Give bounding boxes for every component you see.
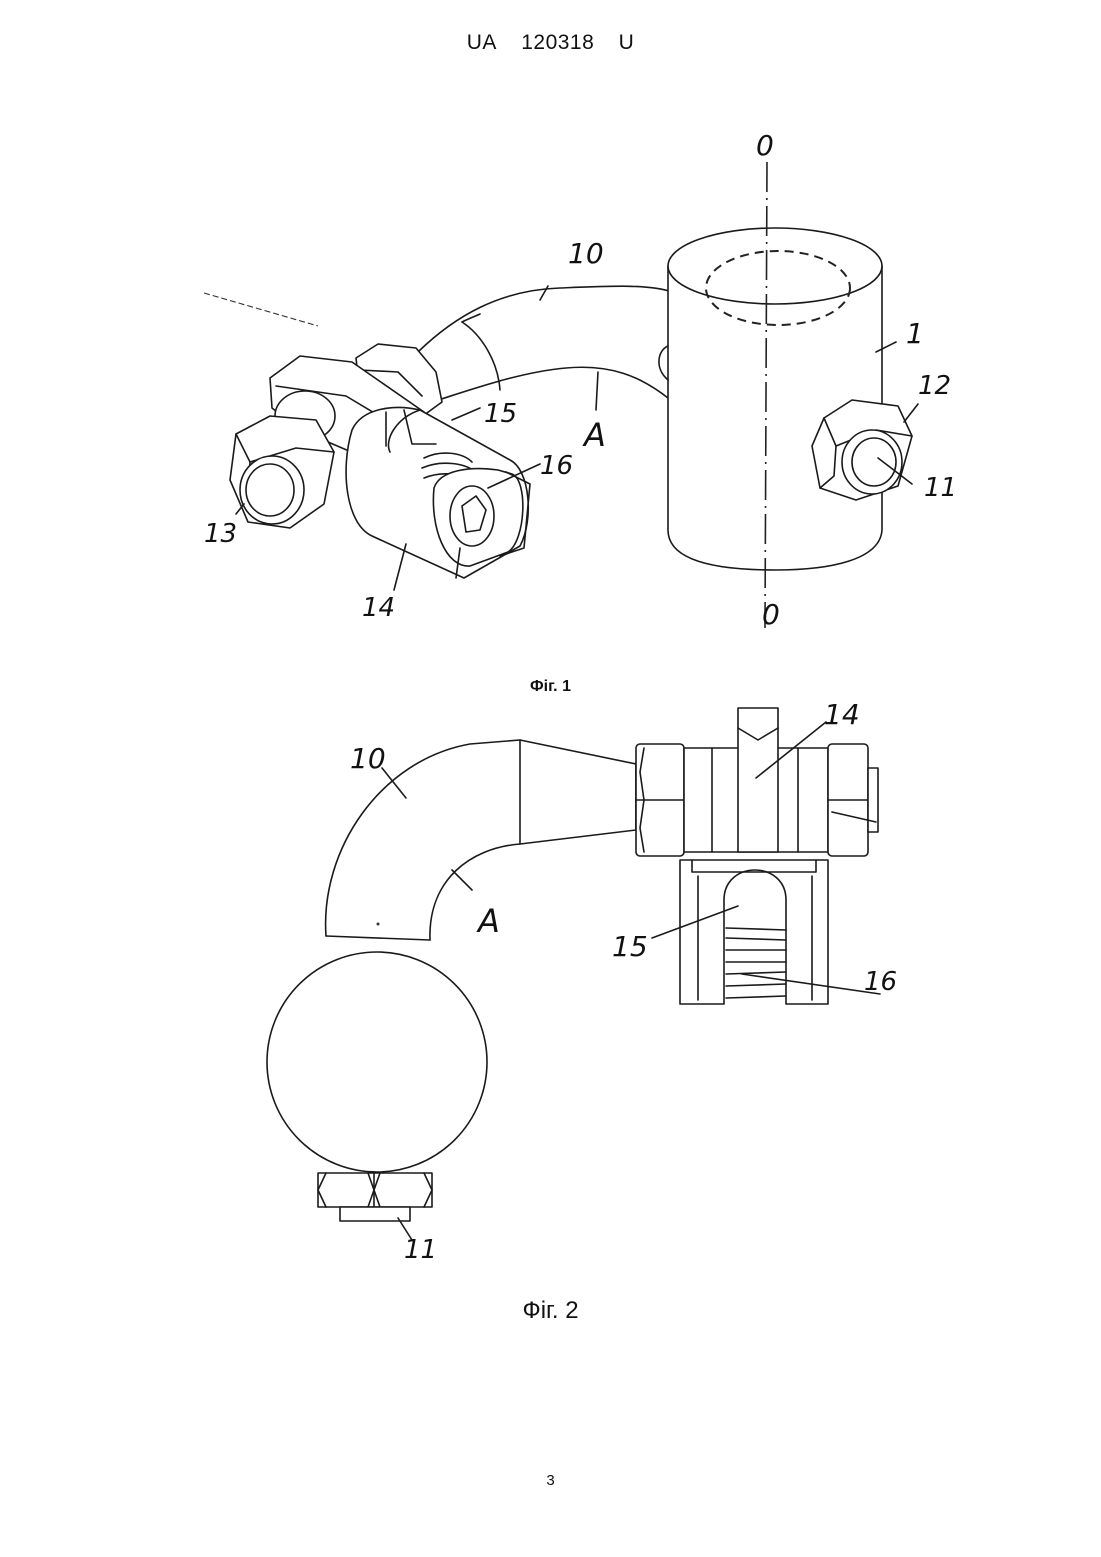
label-axis-top: 0 xyxy=(756,129,774,162)
figure-1-drawing: 0 0 1 10 11 12 13 14 15 16 A xyxy=(204,129,957,631)
arm-bottom-edge xyxy=(432,367,668,402)
label-14: 14 xyxy=(362,593,395,623)
label-10: 10 xyxy=(350,742,386,775)
label-12: 12 xyxy=(918,371,951,401)
cylinder-body xyxy=(659,228,882,570)
arm-inner-edge xyxy=(430,844,520,940)
label-1: 1 xyxy=(906,317,924,350)
label-16: 16 xyxy=(864,967,897,997)
clip-14 xyxy=(346,407,530,578)
label-11: 11 xyxy=(404,1235,437,1265)
label-15: 15 xyxy=(484,399,517,429)
label-16: 16 xyxy=(540,451,573,481)
label-axis-bottom: 0 xyxy=(762,598,780,631)
label-10: 10 xyxy=(568,237,604,270)
arm-section-line xyxy=(462,322,500,390)
page-number: 3 xyxy=(0,1472,1101,1489)
label-11: 11 xyxy=(924,473,957,503)
figure-2-caption: Фіг. 2 xyxy=(0,1297,1101,1325)
nut-13 xyxy=(230,416,334,528)
ball xyxy=(267,952,487,1172)
label-14: 14 xyxy=(824,698,860,731)
clamp-assembly xyxy=(636,708,878,1004)
label-A: A xyxy=(476,902,500,940)
label-13: 13 xyxy=(204,519,237,549)
label-A: A xyxy=(582,416,606,454)
nut-11 xyxy=(318,1173,432,1221)
label-15: 15 xyxy=(612,930,648,963)
figure-1-caption: Фіг. 1 xyxy=(0,678,1101,696)
figure-2-drawing: 10 11 14 15 16 A xyxy=(267,698,897,1265)
arm-top-edge xyxy=(418,286,672,352)
